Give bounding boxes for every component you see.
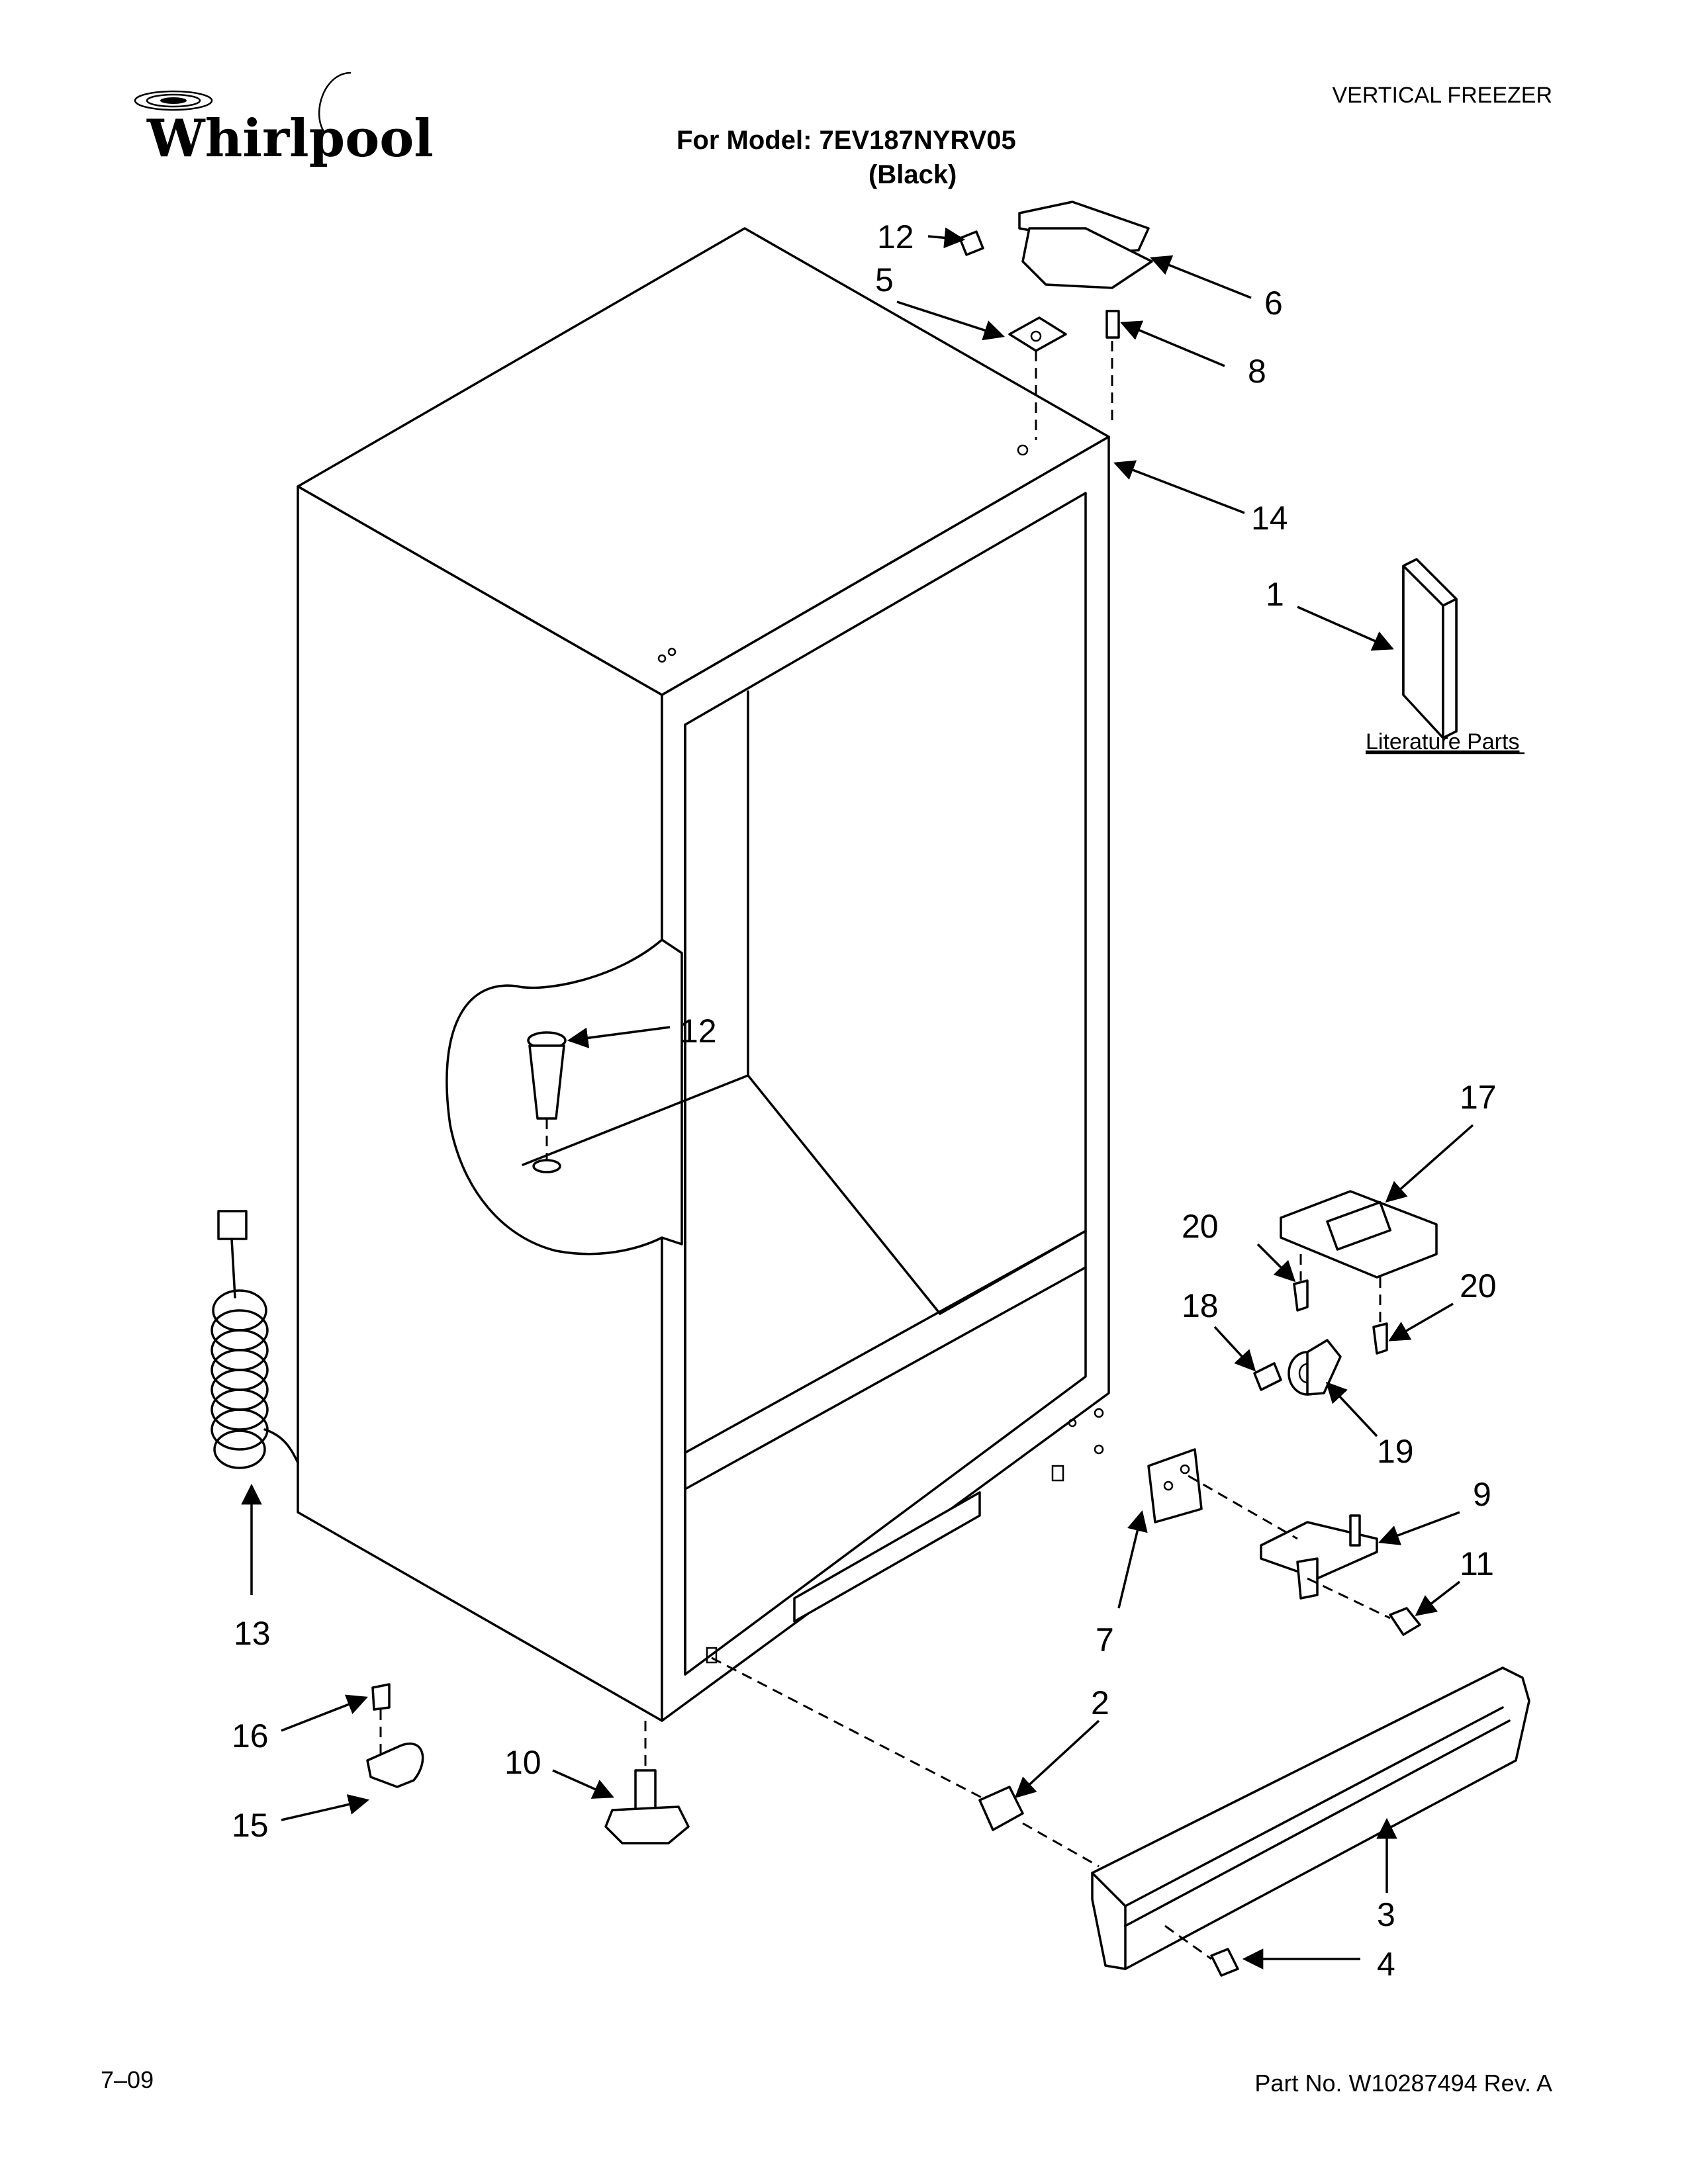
callout-13: 13	[234, 1615, 271, 1652]
grille-clip	[711, 1657, 1100, 1868]
callout-3: 3	[1377, 1896, 1395, 1933]
callout-5: 5	[875, 261, 894, 298]
brand-wordmark: Whirlpool	[146, 109, 434, 169]
top-hinge-plate	[1021, 227, 1153, 289]
callout-1: 1	[1266, 576, 1284, 613]
hinge-pin-8	[1105, 310, 1120, 339]
callout-15: 15	[232, 1807, 269, 1844]
revision-date: 7–09	[101, 2066, 154, 2093]
callout-20-left: 20	[1182, 1208, 1219, 1245]
bottom-hinge-assembly	[1253, 1190, 1438, 1396]
callout-leaders	[241, 227, 1474, 1970]
base-grille	[1091, 1666, 1530, 1977]
callout-4: 4	[1377, 1946, 1395, 1983]
callout-11: 11	[1460, 1545, 1494, 1582]
callout-20-right: 20	[1460, 1267, 1497, 1304]
model-color: (Black)	[868, 160, 957, 189]
callout-8: 8	[1248, 353, 1266, 390]
callout-7: 7	[1096, 1621, 1114, 1659]
model-number: For Model: 7EV187NYRV05	[677, 126, 1016, 155]
literature-booklet	[1402, 558, 1458, 739]
callout-6: 6	[1264, 285, 1283, 322]
leveling-leg	[604, 1721, 690, 1844]
callout-numbers: 12 5 6 8 14 1 12 17 20 20 18 19 9 11 7 1…	[232, 218, 1497, 1983]
callout-16: 16	[232, 1717, 269, 1754]
callout-17: 17	[1460, 1079, 1497, 1116]
product-category: VERTICAL FREEZER	[1332, 83, 1552, 108]
literature-parts-label: Literature Parts	[1366, 729, 1519, 754]
hinge-shim-5	[1008, 316, 1067, 352]
whirlpool-logo: Whirlpool	[134, 71, 434, 169]
callout-14: 14	[1251, 500, 1288, 537]
callout-2: 2	[1091, 1684, 1109, 1721]
callout-19: 19	[1377, 1433, 1414, 1470]
callout-12-top: 12	[877, 218, 914, 255]
cord-clamp	[366, 1683, 424, 1788]
callout-12-drain: 12	[680, 1013, 717, 1050]
hinge-screw-12	[959, 230, 984, 256]
top-hinge-assembly	[959, 201, 1153, 440]
freezer-cabinet	[297, 227, 1110, 1722]
drain-tube	[527, 1031, 567, 1173]
callout-10: 10	[504, 1744, 541, 1781]
power-cord	[211, 1210, 299, 1469]
lower-bracket-parts	[1147, 1448, 1421, 1636]
part-number: Part No. W10287494 Rev. A	[1254, 2070, 1552, 2097]
callout-18: 18	[1182, 1287, 1219, 1324]
callout-9: 9	[1473, 1476, 1491, 1513]
